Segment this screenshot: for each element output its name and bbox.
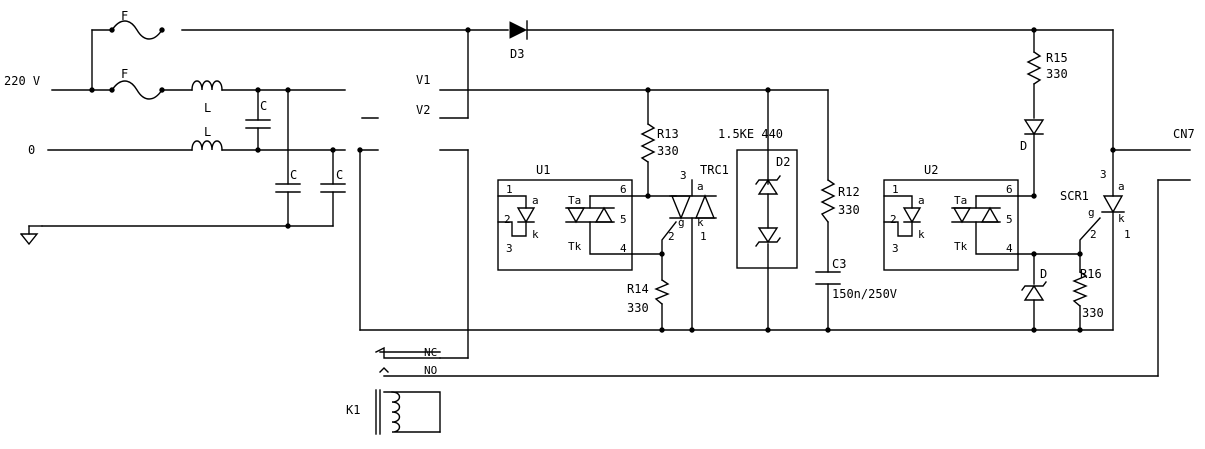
svg-text:5: 5 [620,213,627,226]
svg-text:5: 5 [1006,213,1013,226]
wires [28,29,1191,377]
svg-text:2: 2 [668,230,675,243]
svg-text:1.5KE 440: 1.5KE 440 [718,127,783,141]
ground-symbol [20,233,39,246]
inductor-bottom: L [191,125,223,151]
svg-text:D3: D3 [510,47,524,61]
svg-text:2: 2 [504,213,511,226]
optocoupler-u1: U1 1 2 3 6 5 4 a k Ta Tk [497,163,633,271]
svg-text:NO: NO [424,364,437,377]
svg-text:330: 330 [657,144,679,158]
fuse-top: F [109,9,165,40]
svg-text:U1: U1 [536,163,550,177]
junction-dots [89,27,1116,333]
svg-text:R16: R16 [1080,267,1102,281]
diode-d3: D3 [509,20,528,61]
svg-text:F: F [121,67,128,81]
svg-text:Ta: Ta [568,194,581,207]
net-label-220v: 220 V [4,74,40,88]
svg-text:D: D [1020,139,1027,153]
capacitor-c-label: C [336,168,343,182]
svg-text:L: L [204,101,211,115]
svg-text:g: g [1088,206,1095,219]
svg-text:k: k [697,216,704,229]
resistor-r16: R16 330 [1072,267,1104,320]
svg-text:g: g [678,216,685,229]
svg-text:D: D [1040,267,1047,281]
relay-k1: K1 NC NO [346,346,441,435]
svg-text:k: k [918,228,925,241]
svg-text:C3: C3 [832,257,846,271]
inductor-top: L [191,80,223,115]
svg-text:a: a [1118,180,1125,193]
svg-text:k: k [1118,212,1125,225]
svg-text:150n/250V: 150n/250V [832,287,897,301]
net-label-v2: V2 [416,103,430,117]
svg-text:1: 1 [506,183,513,196]
svg-text:R15: R15 [1046,51,1068,65]
svg-text:3: 3 [892,242,899,255]
svg-text:6: 6 [1006,183,1013,196]
svg-text:R13: R13 [657,127,679,141]
capacitor-a-label: C [260,99,267,113]
svg-text:U2: U2 [924,163,938,177]
svg-text:k: k [532,228,539,241]
svg-text:330: 330 [1082,306,1104,320]
svg-text:1: 1 [892,183,899,196]
fuse-mid: F [109,67,165,100]
capacitor-b [275,183,301,193]
svg-text:Tk: Tk [568,240,582,253]
capacitor-c [320,183,346,193]
svg-text:TRC1: TRC1 [700,163,729,177]
svg-text:SCR1: SCR1 [1060,189,1089,203]
tvs-diode-d2: 1.5KE 440 D2 [718,127,798,269]
resistor-r13: R13 330 [640,123,679,163]
svg-text:F: F [121,9,128,23]
svg-text:Tk: Tk [954,240,968,253]
optocoupler-u2: U2 1 2 3 6 5 4 a k Ta Tk [883,163,1019,271]
svg-text:Ta: Ta [954,194,967,207]
scr-scr1: 3 a g k 2 1 SCR1 [1060,168,1131,241]
svg-text:a: a [532,194,539,207]
svg-text:4: 4 [620,242,627,255]
resistor-r12: R12 330 [820,179,860,223]
svg-text:330: 330 [1046,67,1068,81]
svg-text:6: 6 [620,183,627,196]
svg-text:1: 1 [1124,228,1131,241]
svg-text:1: 1 [700,230,707,243]
svg-text:a: a [918,194,925,207]
resistor-r14: R14 330 [627,279,670,315]
svg-text:330: 330 [838,203,860,217]
svg-text:L: L [204,125,211,139]
triac-trc1: 3 a g k 2 1 TRC1 [668,163,729,243]
svg-text:R12: R12 [838,185,860,199]
svg-text:4: 4 [1006,242,1013,255]
zener-diode-d: D [1021,267,1047,301]
svg-text:2: 2 [1090,228,1097,241]
capacitor-a [245,119,271,129]
svg-text:3: 3 [680,169,687,182]
svg-text:2: 2 [890,213,897,226]
capacitor-b-label: C [290,168,297,182]
svg-text:NC: NC [424,346,437,359]
net-label-0: 0 [28,143,35,157]
svg-text:3: 3 [506,242,513,255]
svg-text:3: 3 [1100,168,1107,181]
resistor-r15: R15 330 [1026,51,1068,85]
capacitor-c3: C3 150n/250V [815,257,897,301]
net-label-cn7: CN7 [1173,127,1195,141]
svg-text:330: 330 [627,301,649,315]
svg-text:D2: D2 [776,155,790,169]
svg-text:K1: K1 [346,403,360,417]
diode-d-top: D [1020,119,1045,153]
net-label-v1: V1 [416,73,430,87]
svg-text:R14: R14 [627,282,649,296]
svg-text:a: a [697,180,704,193]
